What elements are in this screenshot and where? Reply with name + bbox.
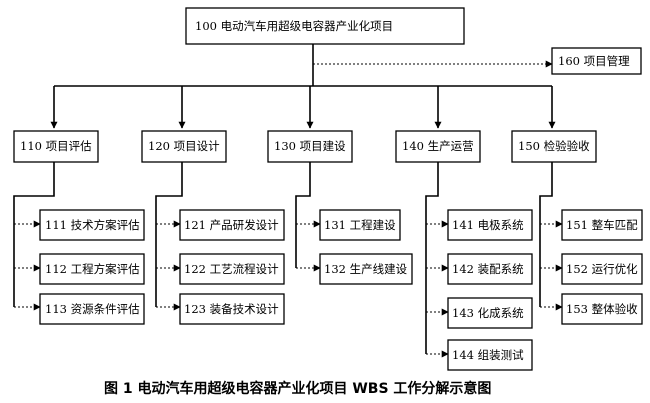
branch-110-tree-line: [13, 162, 55, 307]
item-111-node: 111 技术方案评估: [39, 209, 145, 241]
item-141-label: 141 电极系统: [452, 218, 524, 232]
item-123-node: 123 装备技术设计: [179, 293, 285, 325]
item-142-label: 142 装配系统: [452, 262, 524, 276]
figure-caption: 图 1 电动汽车用超级电容器产业化项目 WBS 工作分解示意图: [104, 380, 491, 397]
branch-150-node: 150 检验验收: [511, 130, 597, 163]
management-node: 160 项目管理: [551, 47, 642, 75]
branch-150-label: 150 检验验收: [518, 139, 590, 153]
item-112-node: 112 工程方案评估: [39, 253, 145, 285]
branch-150-tree-line: [539, 162, 553, 307]
branch-120-tree-line: [155, 162, 183, 307]
item-131-node: 131 工程建设: [319, 209, 401, 241]
branch-130-tree-line: [295, 162, 311, 268]
item-122-node: 122 工艺流程设计: [179, 253, 285, 285]
item-112-label: 112 工程方案评估: [45, 262, 140, 276]
branch-140-label: 140 生产运营: [402, 139, 474, 153]
item-131-label: 131 工程建设: [324, 218, 396, 232]
management-label: 160 项目管理: [558, 54, 630, 68]
item-153-node: 153 整体验收: [561, 293, 643, 325]
item-153-label: 153 整体验收: [566, 302, 638, 316]
branch-120-label: 120 项目设计: [148, 139, 220, 153]
item-113-node: 113 资源条件评估: [39, 293, 145, 325]
branch-120-node: 120 项目设计: [141, 130, 227, 163]
item-121-node: 121 产品研发设计: [179, 209, 285, 241]
item-151-node: 151 整车匹配: [561, 209, 643, 241]
item-152-node: 152 运行优化: [561, 253, 643, 285]
root-node: 100 电动汽车用超级电容器产业化项目: [185, 7, 465, 45]
item-132-node: 132 生产线建设: [319, 253, 413, 285]
branch-110-label: 110 项目评估: [20, 139, 92, 153]
item-144-node: 144 组装测试: [447, 339, 533, 371]
item-123-label: 123 装备技术设计: [184, 302, 279, 316]
root-label: 100 电动汽车用超级电容器产业化项目: [195, 19, 393, 33]
item-144-label: 144 组装测试: [452, 348, 524, 362]
item-143-label: 143 化成系统: [452, 306, 524, 320]
item-132-label: 132 生产线建设: [324, 262, 408, 276]
item-143-node: 143 化成系统: [447, 297, 533, 329]
item-122-label: 122 工艺流程设计: [184, 262, 279, 276]
item-121-label: 121 产品研发设计: [184, 218, 279, 232]
branch-140-tree-line: [425, 162, 439, 354]
branch-140-node: 140 生产运营: [395, 130, 481, 163]
branch-130-node: 130 项目建设: [267, 130, 353, 163]
item-111-label: 111 技术方案评估: [45, 218, 140, 232]
item-152-label: 152 运行优化: [566, 262, 638, 276]
item-113-label: 113 资源条件评估: [45, 302, 140, 316]
branch-110-node: 110 项目评估: [13, 130, 99, 163]
item-141-node: 141 电极系统: [447, 209, 533, 241]
item-142-node: 142 装配系统: [447, 253, 533, 285]
item-151-label: 151 整车匹配: [566, 218, 638, 232]
branch-130-label: 130 项目建设: [274, 139, 346, 153]
